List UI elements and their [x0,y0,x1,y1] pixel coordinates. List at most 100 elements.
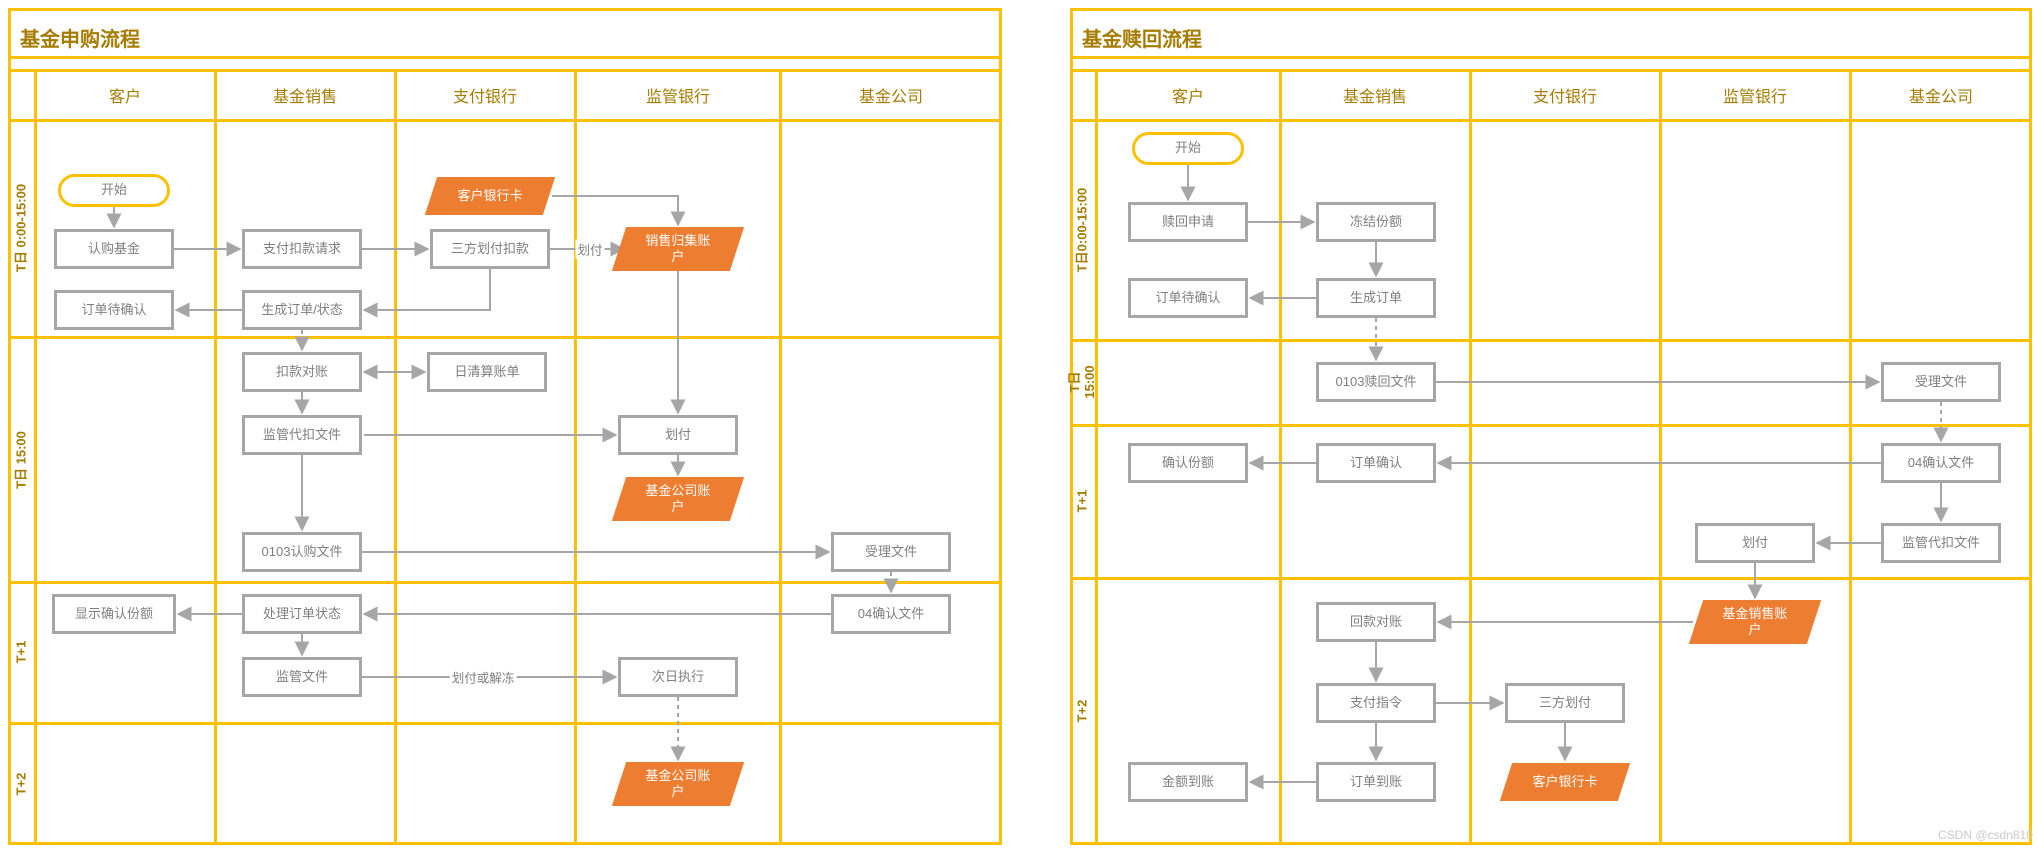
flow-node-fund-redemption-customer-bank-card: 客户银行卡 [1499,763,1631,801]
grid-line-vertical [778,70,782,845]
flow-node-fund-redemption-amount-arrival: 金额到账 [1128,762,1248,802]
column-header-fund-redemption-2: 支付银行 [1532,89,1598,106]
edge-label-fund-purchase-19: 划付或解冻 [449,667,517,687]
row-label-fund-redemption-3: T+2 [1074,699,1090,723]
flow-node-fund-redemption-accept-file: 受理文件 [1881,362,2001,402]
flow-node-fund-purchase-show-confirmed-shares: 显示确认份额 [52,594,176,634]
grid-line-horizontal [8,335,1002,339]
flow-node-fund-purchase-supervision-file: 监管文件 [242,657,362,697]
flow-node-fund-purchase-tripartite-debit: 三方划付扣款 [430,229,550,269]
column-header-fund-redemption-3: 监管银行 [1722,89,1788,106]
flow-node-fund-redemption-tripartite-transfer: 三方划付 [1505,683,1625,723]
grid-line-horizontal [1070,338,2032,342]
chart-title-fund-redemption: 基金赎回流程 [1082,29,1202,51]
row-label-fund-purchase-3: T+2 [13,772,29,796]
row-label-fund-redemption-2: T+1 [1074,489,1090,513]
grid-line-horizontal [1070,55,2032,59]
flow-edge-fund-purchase-customer-bank-card-to-sales-collection-account [552,195,686,227]
grid-line-horizontal [1070,576,2032,580]
flow-node-label: 订单到账 [1349,773,1402,789]
grid-line-horizontal [1070,118,2032,122]
flow-node-label: 生成订单/状态 [261,301,343,317]
flow-node-label: 次日执行 [651,668,704,684]
column-header-fund-redemption-1: 基金销售 [1342,89,1408,106]
flow-node-fund-redemption-order-pending: 订单待确认 [1128,278,1248,318]
flow-node-label: 0103赎回文件 [1335,373,1417,389]
row-label-fund-redemption-1: T日 15:00 [1067,365,1097,399]
grid-line-vertical [1468,70,1472,845]
grid-line-vertical [1094,70,1098,845]
grid-line-horizontal [8,580,1002,584]
flow-node-fund-redemption-confirm-shares: 确认份额 [1128,443,1248,483]
grid-line-vertical [393,70,397,845]
flow-node-fund-purchase-accept-file: 受理文件 [831,532,951,572]
flow-node-label: 04确认文件 [857,605,925,621]
flow-node-fund-purchase-customer-bank-card: 客户银行卡 [424,177,556,215]
grid-line-vertical [213,70,217,845]
grid-line-vertical [1848,70,1852,845]
flow-node-label: 确认份额 [1161,454,1214,470]
flow-node-fund-redemption-order-arrival: 订单到账 [1316,762,1436,802]
flow-node-label: 监管代扣文件 [262,426,341,442]
column-header-fund-redemption-4: 基金公司 [1908,89,1974,106]
chart-frame-fund-purchase [8,8,1002,845]
flow-node-label: 扣款对账 [275,363,328,379]
flow-node-label: 划付 [1741,534,1768,550]
chart-title-fund-purchase: 基金申购流程 [20,29,140,51]
flow-edge-fund-purchase-tripartite-debit-to-create-order-status [362,269,491,318]
flow-node-label: 客户银行卡 [1532,773,1598,789]
flow-node-label: 赎回申请 [1161,213,1214,229]
grid-line-horizontal [8,721,1002,725]
flow-node-fund-purchase-next-day-execute: 次日执行 [618,657,738,697]
flow-node-label: 显示确认份额 [74,605,153,621]
flow-node-label: 支付指令 [1349,694,1402,710]
chart-frame-fund-redemption [1070,8,2032,845]
flow-node-label: 开始 [1174,139,1201,155]
column-header-fund-purchase-2: 支付银行 [452,89,518,106]
edge-label-fund-purchase-3: 划付 [575,239,605,259]
flow-node-fund-purchase-file-0103-purchase: 0103认购文件 [242,532,362,572]
grid-line-horizontal [1070,423,2032,427]
flow-node-label: 冻结份额 [1349,213,1402,229]
flow-node-fund-redemption-file-0103-redeem: 0103赎回文件 [1316,362,1436,402]
flow-node-fund-purchase-transfer: 划付 [618,415,738,455]
flow-node-label: 处理订单状态 [262,605,341,621]
flow-node-label: 划付 [664,426,691,442]
grid-line-horizontal [8,118,1002,122]
watermark: CSDN @csdn810 [1938,828,2033,842]
flow-node-label: 基金公司账户 [645,482,711,514]
flow-node-fund-redemption-redeem-apply: 赎回申请 [1128,202,1248,242]
grid-line-vertical [1278,70,1282,845]
flow-node-label: 订单待确认 [1155,289,1221,305]
flow-node-fund-redemption-start: 开始 [1132,131,1244,165]
flow-node-label: 开始 [100,181,127,197]
column-header-fund-redemption-0: 客户 [1171,89,1205,106]
flow-node-label: 受理文件 [864,543,917,559]
flow-node-label: 支付扣款请求 [262,240,341,256]
column-header-fund-purchase-1: 基金销售 [272,89,338,106]
flow-node-label: 监管文件 [275,668,328,684]
grid-line-horizontal [1070,68,2032,72]
column-header-fund-purchase-0: 客户 [108,89,142,106]
flow-node-fund-purchase-order-pending: 订单待确认 [54,290,174,330]
flow-node-fund-redemption-freeze-shares: 冻结份额 [1316,202,1436,242]
flow-node-label: 0103认购文件 [261,543,343,559]
flow-node-label: 客户银行卡 [457,187,523,203]
flow-node-label: 基金公司账户 [645,767,711,799]
row-label-fund-purchase-1: T日 15:00 [13,431,29,489]
flow-node-label: 04确认文件 [1907,454,1975,470]
grid-line-vertical [573,70,577,845]
flow-node-fund-purchase-sales-collection-account: 销售归集账户 [611,227,745,271]
flow-node-fund-purchase-fund-company-account-2: 基金公司账户 [611,762,745,806]
flow-node-fund-redemption-fund-sales-account: 基金销售账户 [1688,600,1822,644]
flow-node-fund-redemption-file-04-confirm: 04确认文件 [1881,443,2001,483]
flow-node-fund-redemption-order-confirm: 订单确认 [1316,443,1436,483]
flow-node-label: 回款对账 [1349,613,1402,629]
grid-line-vertical [1658,70,1662,845]
flow-node-label: 监管代扣文件 [1901,534,1980,550]
flow-node-fund-purchase-create-order-status: 生成订单/状态 [242,290,362,330]
flow-node-fund-purchase-subscribe-fund: 认购基金 [54,229,174,269]
row-label-fund-redemption-0: T日0:00-15:00 [1074,187,1090,273]
